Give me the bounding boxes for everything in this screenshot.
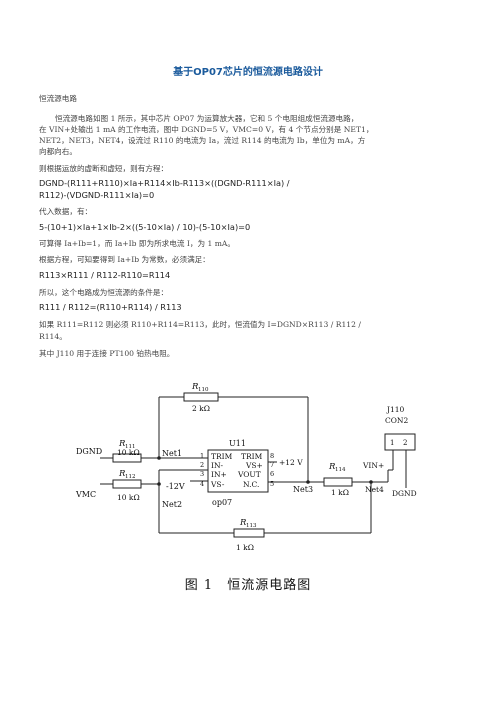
paragraph-7-line-1: 如果 R111=R112 则必须 R110+R114=R113，此时，恒流值为 … xyxy=(39,320,361,329)
paragraph-5: 根据方程，可知要得到 Ia+Ib 为常数，必须满足： xyxy=(39,255,210,264)
r111-sub: 111 xyxy=(125,444,136,450)
junction-net1 xyxy=(157,456,161,460)
paragraph-6: 所以，这个电路成为恒流源的条件是： xyxy=(39,288,169,297)
paragraph-1-line-4: 向都向右。 xyxy=(39,147,77,156)
junction-net3 xyxy=(306,480,310,484)
r111-label: R xyxy=(118,439,126,449)
figure-caption: 图 1 恒流源电路图 xyxy=(184,578,312,593)
pin-label-inp: IN+ xyxy=(211,470,227,479)
j110-pin-1: 1 xyxy=(390,439,394,447)
paragraph-4: 可算得 Ia+Ib=1，而 Ia+Ib 即为所求电流 I，为 1 mA。 xyxy=(39,239,236,248)
pin-1: 1 xyxy=(200,452,204,460)
section-heading: 恒流源电路 xyxy=(39,94,77,103)
pin-3: 3 xyxy=(200,470,204,478)
r113-sub: 113 xyxy=(246,523,257,529)
j110-pin-2: 2 xyxy=(403,439,407,447)
equation-3: R113×R111 / R112-R110=R114 xyxy=(39,270,171,280)
chip-u11-body xyxy=(207,449,269,493)
pin-7: 7 xyxy=(270,461,274,469)
r112-sub: 112 xyxy=(125,474,136,480)
pin-5: 5 xyxy=(270,480,274,488)
pin-4: 4 xyxy=(200,480,204,488)
junction-net4 xyxy=(369,480,373,484)
resistor-r110 xyxy=(183,392,219,402)
dgnd-right-label: DGND xyxy=(392,489,417,498)
r110-value: 2 kΩ xyxy=(192,404,210,413)
document-title: 基于OP07芯片的恒流源电路设计 xyxy=(173,67,323,78)
equation-4: R111 / R112=(R110+R114) / R113 xyxy=(39,302,182,312)
equation-1-line-1: DGND-(R111+R110)×Ia+R114×Ib-R113×((DGND-… xyxy=(39,178,290,188)
pin-label-nc: N.C. xyxy=(243,480,259,489)
r114-label: R xyxy=(328,462,336,472)
resistor-r113 xyxy=(233,528,265,538)
net4-label: Net4 xyxy=(365,485,384,494)
pin-label-vout: VOUT xyxy=(237,470,261,479)
chip-model: op07 xyxy=(212,498,232,507)
paragraph-3: 代入数据，有： xyxy=(39,207,93,216)
resistor-r112 xyxy=(112,479,142,489)
paragraph-8: 其中 J110 用于连接 PT100 铂热电阻。 xyxy=(39,349,175,358)
paragraph-1-line-2: 在 VIN+处输出 1 mA 的工作电流，图中 DGND=5 V，VMC=0 V… xyxy=(39,125,374,134)
pin-label-inm: IN- xyxy=(211,461,224,470)
junction-net2 xyxy=(157,482,161,486)
vmc-label: VMC xyxy=(75,490,96,499)
paragraph-7-line-2: R114。 xyxy=(39,332,67,341)
net3-label: Net3 xyxy=(293,485,313,494)
paragraph-2: 则根据运放的虚断和虚短，则有方程： xyxy=(39,164,169,173)
r114-sub: 114 xyxy=(335,467,346,473)
r114-value: 1 kΩ xyxy=(331,488,349,497)
pin-2: 2 xyxy=(200,461,204,469)
j110-type: CON2 xyxy=(385,416,408,425)
dgnd-left-label: DGND xyxy=(76,447,102,456)
r110-label: R xyxy=(191,382,199,392)
r112-label: R xyxy=(118,469,126,479)
net2-label: Net2 xyxy=(162,500,182,509)
net1-label: Net1 xyxy=(162,449,182,458)
vin-plus-label: VIN+ xyxy=(362,461,384,470)
r113-label: R xyxy=(239,518,247,528)
pin-label-vsm: VS- xyxy=(210,480,225,489)
resistor-r114 xyxy=(323,477,353,487)
plus12v-label: +12 V xyxy=(279,458,303,467)
pin-label-trim-left: TRIM xyxy=(211,452,233,461)
minus12v-label: -12V xyxy=(166,482,185,491)
connector-j110 xyxy=(384,433,416,451)
j110-name: J110 xyxy=(386,405,405,414)
r111-value: 10 kΩ xyxy=(117,448,140,457)
pin-8: 8 xyxy=(270,452,274,460)
r113-value: 1 kΩ xyxy=(236,543,254,552)
equation-1-line-2: R112)-(VDGND-R111×Ia)=0 xyxy=(39,190,155,200)
paragraph-1-line-1: 恒流源电路如图 1 所示，其中芯片 OP07 为运算放大器，它和 5 个电阻组成… xyxy=(55,114,359,123)
pin-label-trim-right: TRIM xyxy=(241,452,263,461)
chip-name: U11 xyxy=(229,439,246,448)
r112-value: 10 kΩ xyxy=(117,493,140,502)
equation-2: 5-(10+1)×Ia+1×Ib-2×((5-10×Ia) / 10)-(5-1… xyxy=(39,222,251,232)
r110-sub: 110 xyxy=(198,387,209,393)
pin-6: 6 xyxy=(270,470,274,478)
pin-label-vsp: VS+ xyxy=(245,461,263,470)
paragraph-1-line-3: NET2，NET3，NET4，设流过 R110 的电流为 Ia，流过 R114 … xyxy=(39,136,366,145)
